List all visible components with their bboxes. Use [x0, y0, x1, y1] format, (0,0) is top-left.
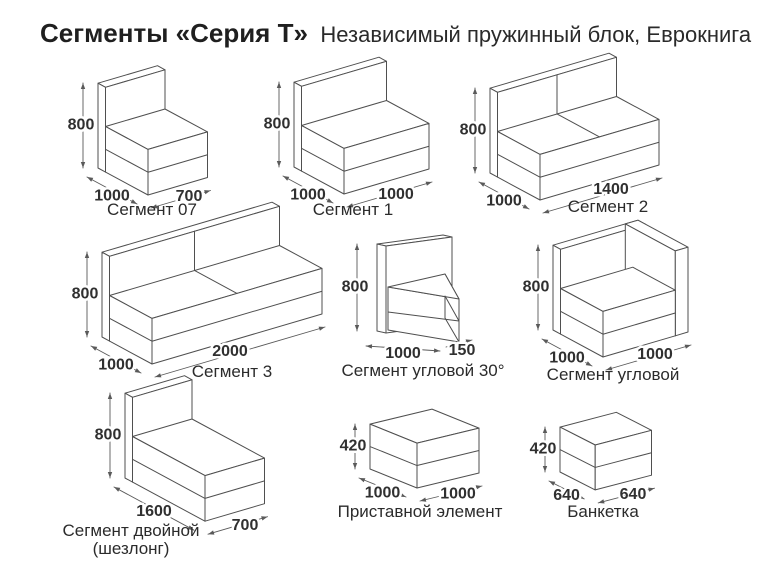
- dim-side-label: 1000: [98, 357, 134, 374]
- dim-front-label: 1000: [637, 346, 673, 363]
- dim-side-label: 1000: [385, 345, 421, 362]
- dim-height-label: 800: [95, 427, 122, 444]
- segment-1-caption: Сегмент 1: [312, 200, 394, 219]
- dim-height: 800: [65, 82, 97, 169]
- banketka-caption: Банкетка: [567, 502, 639, 521]
- diagram-segment-1: 800 1000 1000: [261, 56, 433, 208]
- dim-height: 800: [457, 87, 489, 174]
- dim-height-label: 800: [68, 117, 95, 134]
- diagram-segment-corner: 800 1000 1000: [520, 219, 692, 371]
- dim-height: 420: [527, 426, 559, 473]
- dim-side-label: 1000: [94, 188, 130, 205]
- dim-height-label: 800: [72, 286, 99, 303]
- dim-side: 1000: [282, 175, 334, 206]
- dim-front-label: 640: [620, 486, 647, 503]
- diagram-side-element: 420 1000 1000: [337, 408, 483, 505]
- dim-height-label: 420: [530, 441, 557, 458]
- dim-front: 700: [207, 515, 268, 537]
- dim-height: 800: [69, 251, 101, 338]
- dim-side-label: 1600: [136, 503, 172, 520]
- dim-front-label: 1000: [378, 186, 414, 203]
- dim-height-label: 800: [460, 122, 487, 139]
- dim-height: 800: [520, 244, 552, 331]
- dim-height: 800: [339, 243, 371, 332]
- dim-front: 640: [597, 484, 655, 506]
- diagram-segment-2: 800 1000 1400: [457, 52, 663, 214]
- dim-front: 1400: [542, 177, 663, 214]
- segment-07-caption: Сегмент 07: [107, 200, 197, 219]
- dim-side: 1000: [90, 345, 142, 376]
- dim-height-label: 800: [523, 279, 550, 296]
- diagram-segment-07: 800 1000 700: [65, 65, 211, 209]
- dim-front-label: 700: [176, 188, 203, 205]
- dim-side-label: 1000: [290, 187, 326, 204]
- segment-3-caption: Сегмент 3: [191, 362, 273, 381]
- dim-side: 1000: [358, 477, 407, 504]
- dim-height-label: 800: [342, 279, 369, 296]
- dim-front-label: 150: [449, 342, 476, 359]
- dim-side: 640: [548, 480, 585, 507]
- diagram-banketka: 420 640 640: [527, 411, 655, 507]
- segment-2-caption: Сегмент 2: [567, 197, 649, 216]
- dim-front: 1000: [605, 344, 692, 371]
- dim-height-label: 800: [264, 116, 291, 133]
- side-element-caption: Приставной элемент: [337, 502, 503, 521]
- dim-front-label: 1400: [593, 181, 629, 198]
- diagram-segment-3: 800 1000 2000: [69, 201, 326, 378]
- dim-front: 1000: [419, 483, 483, 505]
- dim-front: 2000: [154, 326, 326, 378]
- dim-height: 420: [337, 423, 369, 470]
- dim-side: 1000: [86, 176, 138, 207]
- dim-side: 1000: [541, 338, 593, 369]
- dim-side-label: 640: [553, 487, 580, 504]
- page-title: Сегменты «Серия Т»: [40, 18, 308, 48]
- dim-front: 700: [150, 186, 211, 209]
- dim-front: 1000: [346, 181, 433, 208]
- dim-height-label: 420: [340, 438, 367, 455]
- diagram-segment-double: 800 1600 700: [92, 375, 268, 537]
- dim-side: 1000: [365, 343, 441, 365]
- page-subtitle: Независимый пружинный блок, Еврокнига: [320, 22, 752, 47]
- diagram-segment-corner-30: 800 1000 150: [339, 234, 478, 365]
- dim-side: 1000: [478, 181, 530, 212]
- dim-front-label: 1000: [440, 486, 476, 503]
- dim-side-label: 1000: [549, 350, 585, 367]
- dim-front-label: 700: [232, 517, 259, 534]
- dim-height: 800: [261, 81, 293, 168]
- dim-front: 150: [445, 339, 478, 362]
- dim-side-label: 1000: [486, 193, 522, 210]
- segment-corner-caption: Сегмент угловой: [546, 365, 680, 384]
- dim-side-label: 1000: [365, 485, 401, 502]
- segment-corner-30-caption: Сегмент угловой 30°: [341, 361, 505, 380]
- dim-height: 800: [92, 392, 124, 479]
- segment-double-caption: Сегмент двойной (шезлонг): [62, 521, 200, 558]
- dim-front-label: 2000: [212, 343, 248, 360]
- dim-side: 1600: [113, 486, 195, 531]
- page-header: Сегменты «Серия Т» Независимый пружинный…: [40, 18, 751, 49]
